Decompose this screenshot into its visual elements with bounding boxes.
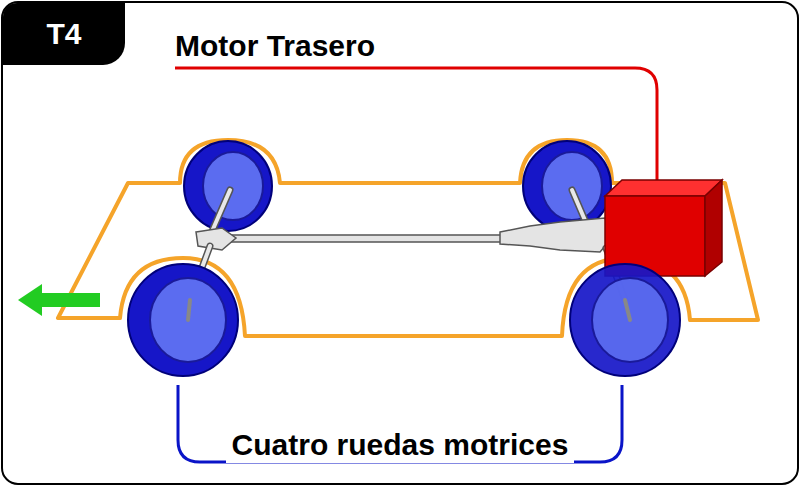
axle-stub: [188, 300, 190, 320]
engine-label: Motor Trasero: [169, 29, 381, 64]
wheel: [128, 264, 238, 376]
drive-label: Cuatro ruedas motrices: [226, 428, 575, 463]
wheel-hub: [150, 278, 226, 362]
badge-label: T4: [46, 17, 81, 52]
rear-differential: [500, 218, 612, 252]
wheel-hub: [203, 152, 263, 220]
drivetrain: [190, 190, 625, 300]
near-wheels: [128, 264, 680, 376]
engine-side: [705, 180, 722, 276]
tab-badge: T4: [3, 3, 125, 65]
engine-block: [605, 180, 722, 276]
engine-top: [605, 180, 722, 196]
far-wheels: [184, 141, 611, 231]
wheel: [184, 141, 272, 231]
wheel: [570, 264, 680, 376]
wheel-hub: [592, 278, 668, 362]
wheel-hub: [542, 152, 602, 220]
wheels-bracket: [178, 385, 622, 462]
front-differential: [196, 228, 236, 250]
direction-arrow: [18, 284, 100, 316]
wheel: [523, 141, 611, 231]
axle-stub: [625, 300, 630, 320]
